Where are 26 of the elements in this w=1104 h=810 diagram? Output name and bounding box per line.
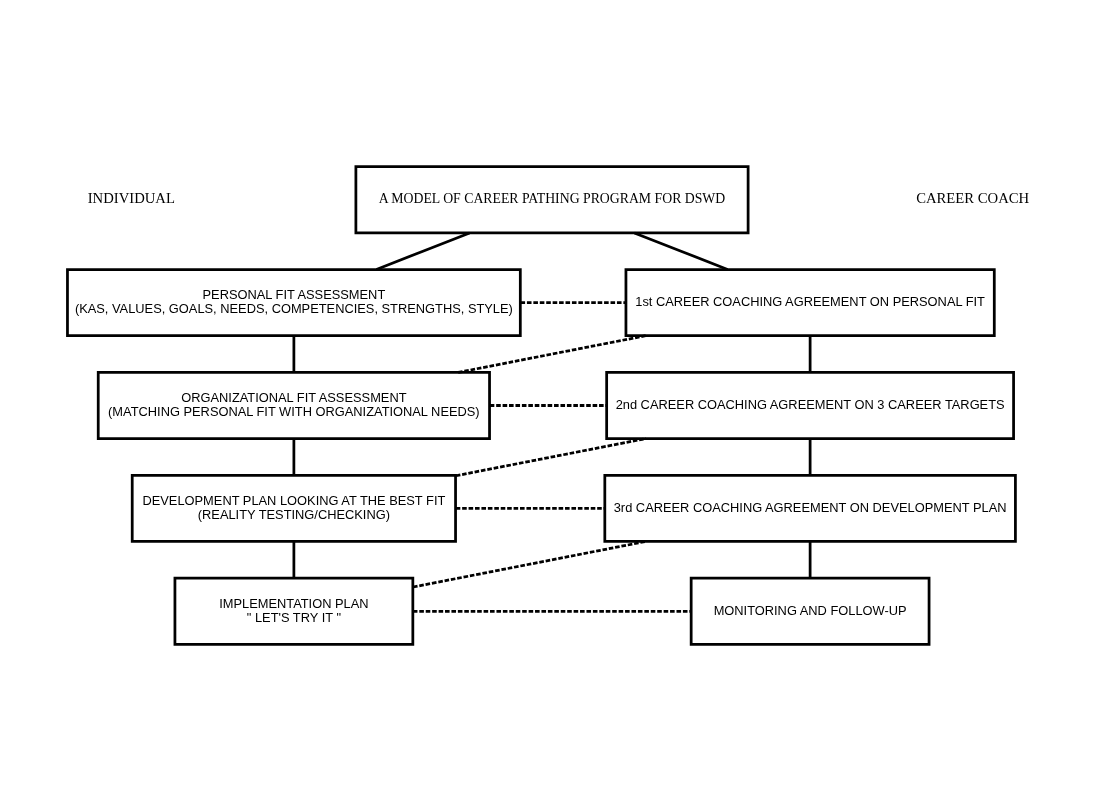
connector [412,609,691,613]
connector [455,506,605,510]
connector [375,231,471,271]
connector [412,539,646,588]
label: CAREER COACH [916,189,1030,206]
label: INDIVIDUAL [87,189,175,206]
connector [292,541,296,578]
node-box: DEVELOPMENT PLAN LOOKING AT THE BEST FIT (REALITY TESTING/CHECKING) [130,473,457,543]
node-box: 3rd CAREER COACHING AGREEMENT ON DEVELOPMENT PLAN [603,473,1017,543]
connector [808,335,812,372]
connector [455,436,646,477]
connector [520,300,626,304]
connector [457,333,646,374]
node-box: 2nd CAREER COACHING AGREEMENT ON 3 CAREER TARGETS [605,370,1015,440]
connector [292,438,296,475]
node-box: MONITORING AND FOLLOW-UP [689,576,931,646]
node-box: 1st CAREER COACHING AGREEMENT ON PERSONAL FIT [624,267,996,337]
node-box: IMPLEMENTATION PLAN " LET'S TRY IT " [173,576,415,646]
node-box: PERSONAL FIT ASSESSMENT (KAS, VALUES, GOALS, NEEDS, COMPETENCIES, STRENGTHS, STYLE) [66,267,522,337]
connector [633,231,729,271]
connector [808,541,812,578]
connector [489,403,607,407]
connector [292,335,296,372]
node-box: A MODEL OF CAREER PATHING PROGRAM FOR DSWD [354,164,750,234]
connector [808,438,812,475]
node-box: ORGANIZATIONAL FIT ASSESSMENT (MATCHING PERSONAL FIT WITH ORGANIZATIONAL NEEDS) [96,370,491,440]
